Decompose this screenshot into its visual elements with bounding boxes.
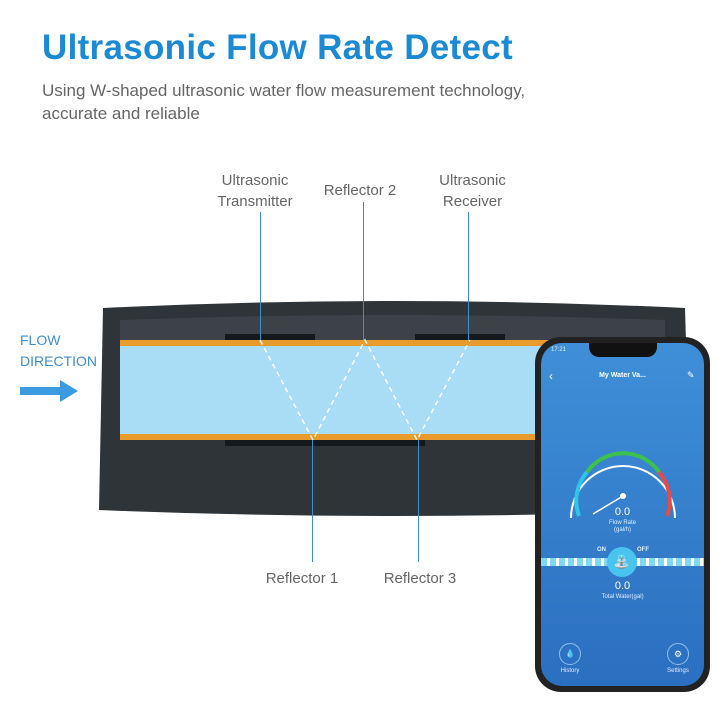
flow-value: 0.0 (614, 506, 631, 518)
phone: 17:21 ‹ My Water Va... ✎ 0.0 Flow Rate (… (535, 337, 710, 692)
back-icon[interactable]: ‹ (549, 369, 553, 383)
device-title: My Water Va... (599, 372, 646, 379)
label-reflector-3: Reflector 3 (383, 570, 457, 587)
pointer-line-reflector-1 (312, 440, 313, 562)
subtitle-line-2: accurate and reliable (42, 104, 200, 123)
notch (589, 343, 657, 357)
pointer-line-receiver (468, 212, 469, 340)
off-label[interactable]: OFF (637, 547, 649, 553)
flow-unit: (gal/h) (613, 527, 631, 533)
settings-icon[interactable]: ⚙ (667, 643, 689, 665)
edit-icon[interactable]: ✎ (687, 370, 695, 380)
history-icon[interactable]: 💧 (559, 643, 581, 665)
page-title: Ultrasonic Flow Rate Detect (42, 28, 513, 67)
on-label[interactable]: ON (597, 547, 606, 553)
label-reflector-2: Reflector 2 (323, 182, 397, 199)
settings-label[interactable]: Settings (667, 668, 689, 674)
flow-label: Flow Rate (608, 520, 636, 526)
pointer-line-transmitter (260, 212, 261, 340)
total-value: 0.0 (614, 580, 631, 592)
flow-gauge (570, 451, 676, 519)
total-label: Total Water(gal) (601, 594, 644, 600)
pointer-line-reflector-2 (363, 202, 364, 340)
subtitle-line-1: Using W-shaped ultrasonic water flow mea… (42, 81, 526, 100)
history-label[interactable]: History (560, 668, 580, 674)
label-reflector-1: Reflector 1 (265, 570, 339, 587)
arrow-right-icon (20, 380, 78, 402)
status-time: 17:21 (551, 347, 567, 353)
app-screen: 17:21 ‹ My Water Va... ✎ 0.0 Flow Rate (… (541, 343, 704, 686)
pointer-line-reflector-3 (418, 440, 419, 562)
valve-toggle-icon[interactable]: ⛲ (607, 547, 637, 577)
